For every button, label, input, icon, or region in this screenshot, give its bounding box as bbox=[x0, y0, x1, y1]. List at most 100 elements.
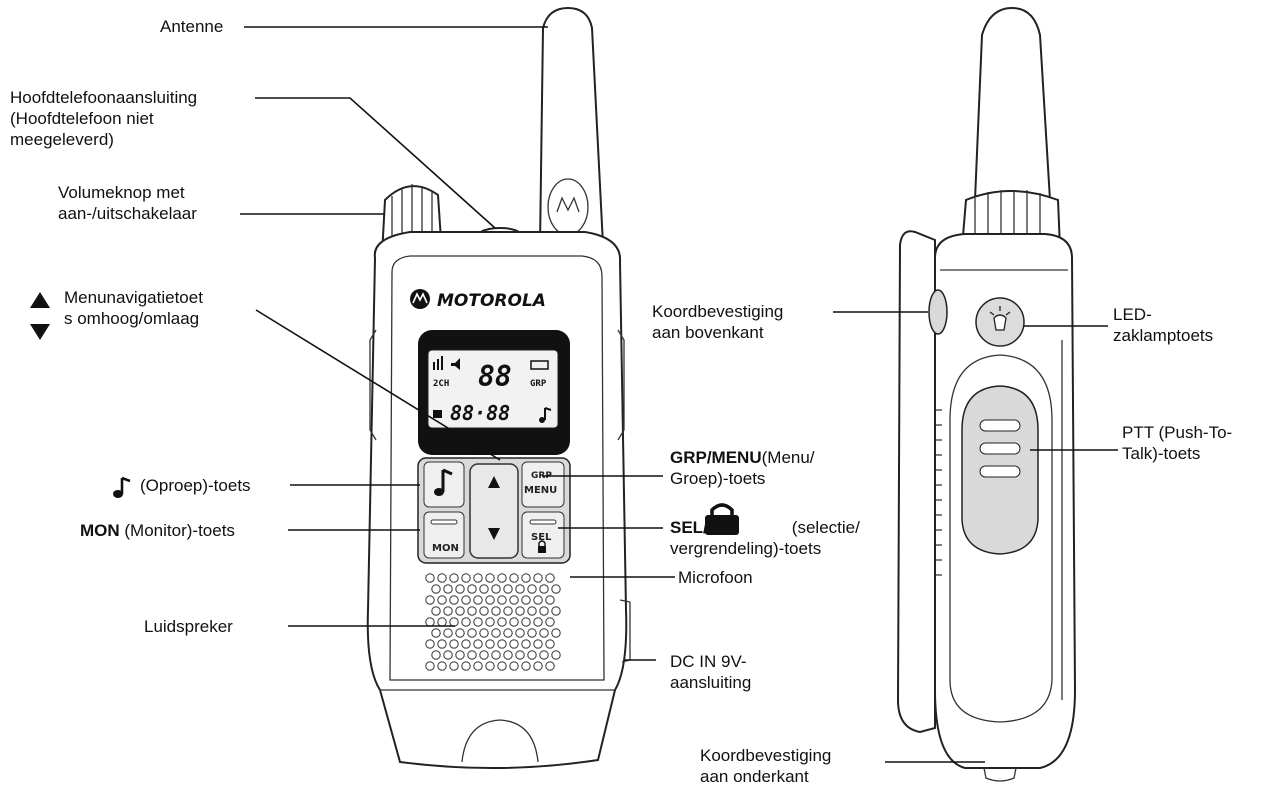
speaker-hole bbox=[515, 650, 525, 660]
speaker-hole bbox=[449, 661, 459, 671]
speaker-hole bbox=[497, 573, 507, 583]
lcd-mute-icon bbox=[451, 358, 460, 370]
lcd-grp: GRP bbox=[530, 379, 547, 389]
speaker-hole bbox=[527, 650, 537, 660]
speaker-hole bbox=[449, 573, 459, 583]
front-view: MOTOROLA 2CH 88 GRP 88·88 MON GRP MENU S… bbox=[366, 6, 631, 770]
speaker-hole bbox=[461, 661, 471, 671]
speaker-hole bbox=[449, 595, 459, 605]
speaker-hole bbox=[533, 573, 543, 583]
speaker-hole bbox=[497, 595, 507, 605]
speaker-hole bbox=[473, 661, 483, 671]
speaker-hole bbox=[545, 661, 555, 671]
flashlight-icon bbox=[989, 306, 1011, 331]
speaker-hole bbox=[521, 573, 531, 583]
speaker-hole bbox=[425, 617, 435, 627]
speaker-hole bbox=[521, 661, 531, 671]
speaker-hole bbox=[521, 617, 531, 627]
label-top-strap: Koordbevestiging aan bovenkant bbox=[652, 302, 784, 342]
speaker-hole bbox=[545, 573, 555, 583]
label-ptt: PTT (Push-To- Talk)-toets bbox=[1122, 423, 1233, 463]
speaker-hole bbox=[431, 606, 441, 616]
speaker-hole bbox=[449, 639, 459, 649]
speaker-hole bbox=[443, 650, 453, 660]
label-mon-key: MON (Monitor)-toets bbox=[80, 521, 235, 540]
down-triangle-icon bbox=[488, 528, 500, 540]
speaker-hole bbox=[443, 584, 453, 594]
speaker-hole bbox=[443, 606, 453, 616]
speaker-hole bbox=[485, 617, 495, 627]
speaker-hole bbox=[437, 617, 447, 627]
speaker-hole bbox=[533, 617, 543, 627]
speaker-hole bbox=[503, 606, 513, 616]
speaker-hole bbox=[467, 584, 477, 594]
speaker-hole bbox=[545, 639, 555, 649]
brand-logo: MOTOROLA bbox=[437, 291, 546, 311]
sel-key-label: SEL bbox=[531, 532, 552, 543]
speaker-hole bbox=[497, 617, 507, 627]
speaker-hole bbox=[539, 606, 549, 616]
speaker-hole bbox=[461, 595, 471, 605]
label-dc-in: DC IN 9V- aansluiting bbox=[670, 652, 752, 692]
speaker-hole bbox=[503, 628, 513, 638]
lcd-battery-icon bbox=[530, 360, 549, 370]
speaker-hole bbox=[437, 573, 447, 583]
speaker-hole bbox=[503, 650, 513, 660]
speaker-hole bbox=[467, 650, 477, 660]
lcd-note-icon bbox=[544, 407, 552, 420]
speaker-hole bbox=[461, 639, 471, 649]
speaker-hole bbox=[539, 584, 549, 594]
speaker-hole bbox=[473, 595, 483, 605]
speaker-hole bbox=[443, 628, 453, 638]
speaker-hole bbox=[455, 606, 465, 616]
speaker-hole bbox=[485, 595, 495, 605]
speaker-hole bbox=[473, 639, 483, 649]
lcd-2ch: 2CH bbox=[433, 379, 449, 389]
speaker-hole bbox=[449, 617, 459, 627]
label-menu-navigation: Menunavigatietoet s omhoog/omlaag bbox=[64, 288, 203, 328]
label-call-key: (Oproep)-toets bbox=[140, 476, 251, 495]
speaker-hole bbox=[509, 639, 519, 649]
speaker-hole bbox=[497, 661, 507, 671]
speaker-hole bbox=[491, 650, 501, 660]
speaker-hole bbox=[509, 617, 519, 627]
speaker-hole bbox=[527, 628, 537, 638]
label-antenna: Antenne bbox=[160, 17, 224, 36]
speaker-hole bbox=[539, 628, 549, 638]
speaker-hole bbox=[473, 617, 483, 627]
speaker-hole bbox=[479, 628, 489, 638]
speaker-hole bbox=[485, 639, 495, 649]
speaker-hole bbox=[461, 573, 471, 583]
speaker-hole bbox=[515, 606, 525, 616]
speaker-hole bbox=[491, 628, 501, 638]
label-speaker: Luidspreker bbox=[144, 617, 233, 636]
speaker-hole bbox=[455, 650, 465, 660]
label-sel-key: SEL/(selectie/ vergrendeling)-toets bbox=[670, 518, 860, 558]
speaker-hole bbox=[533, 661, 543, 671]
lcd-signal-icon bbox=[433, 356, 443, 370]
speaker-hole bbox=[437, 595, 447, 605]
speaker-hole bbox=[461, 617, 471, 627]
speaker-hole bbox=[527, 606, 537, 616]
speaker-hole bbox=[425, 595, 435, 605]
lcd-segments: 88·88 bbox=[450, 401, 510, 425]
speaker-hole bbox=[515, 584, 525, 594]
speaker-hole bbox=[425, 661, 435, 671]
speaker-hole bbox=[515, 628, 525, 638]
speaker-hole bbox=[545, 595, 555, 605]
side-antenna bbox=[973, 6, 1052, 201]
speaker-hole bbox=[551, 628, 561, 638]
leader-lines bbox=[240, 26, 1118, 763]
speaker-hole bbox=[485, 573, 495, 583]
lcd-digits: 88 bbox=[478, 360, 512, 393]
mon-key-label: MON bbox=[432, 543, 459, 554]
belt-clip bbox=[896, 230, 936, 734]
speaker-hole bbox=[551, 650, 561, 660]
speaker-hole bbox=[479, 650, 489, 660]
speaker-hole bbox=[551, 606, 561, 616]
speaker-hole bbox=[521, 639, 531, 649]
label-led-flashlight: LED- zaklamptoets bbox=[1113, 305, 1214, 345]
speaker-hole bbox=[467, 628, 477, 638]
speaker-hole bbox=[509, 573, 519, 583]
